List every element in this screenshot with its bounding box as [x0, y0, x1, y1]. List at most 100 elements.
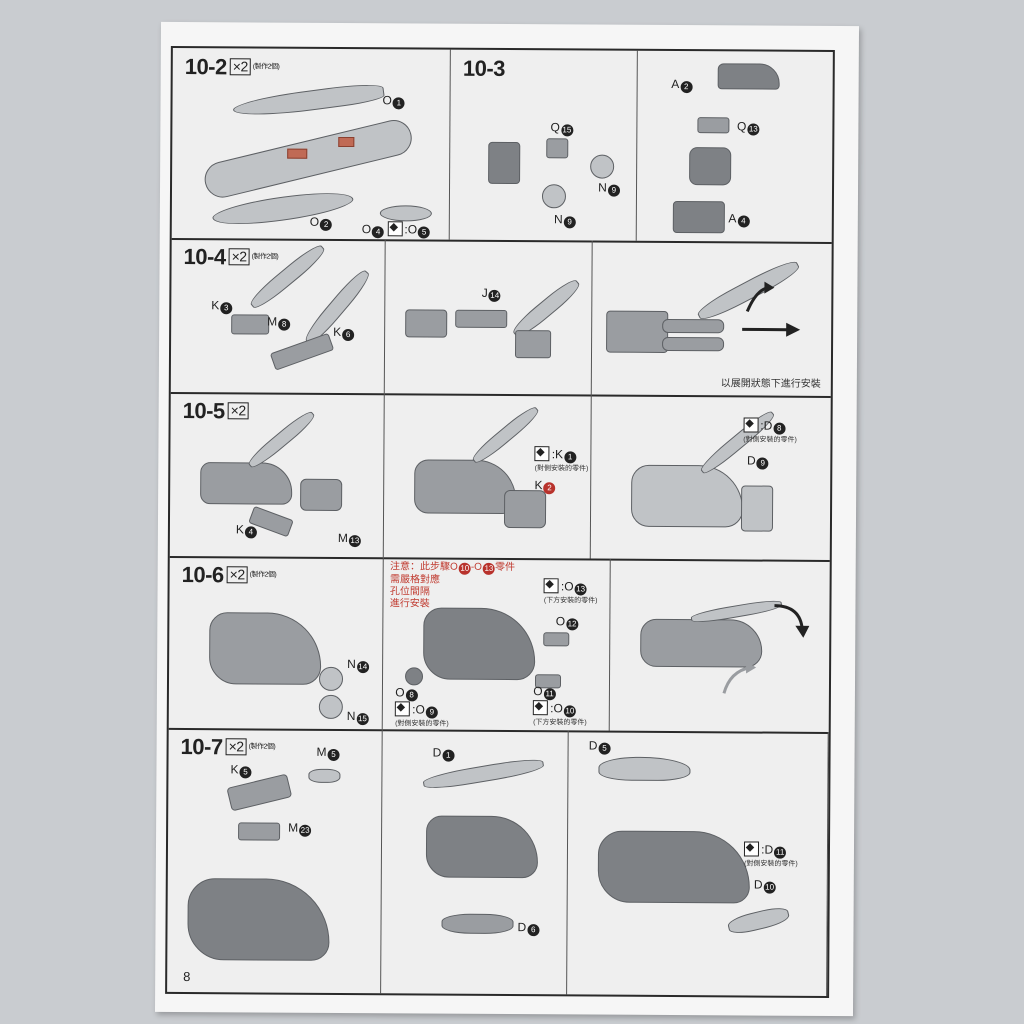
make-count-note: (製作2個) [249, 571, 277, 579]
part-diagram [425, 815, 539, 879]
rotate-arrow-icon [745, 281, 775, 313]
step-label: 10-7×2(製作2個) [180, 734, 276, 760]
panel-step-10-4c: 以展開狀態下進行安裝 [591, 241, 831, 396]
right-arrow-icon [741, 322, 800, 337]
part-diagram [688, 147, 731, 186]
part-diagram [469, 403, 542, 467]
part-diagram [455, 309, 508, 328]
part-diagram [269, 332, 335, 371]
multiplier-badge: ×2 [226, 566, 248, 584]
part-diagram [238, 822, 281, 841]
mirror-symbol-icon [744, 841, 760, 857]
red-peg [287, 148, 308, 159]
part-diagram [200, 116, 416, 202]
part-diagram [308, 768, 341, 783]
mirror-symbol-icon [387, 221, 403, 237]
part-diagram [488, 141, 521, 185]
part-diagram [726, 904, 791, 937]
part-diagram [504, 489, 547, 529]
part-diagram [515, 330, 552, 359]
step-label: 10-6×2(製作2個) [181, 562, 277, 588]
mirror-symbol-icon [395, 701, 411, 717]
part-diagram [231, 80, 386, 121]
part-diagram [405, 309, 448, 338]
part-diagram [661, 336, 724, 352]
part-diagram [405, 667, 424, 686]
part-diagram [300, 478, 343, 511]
part-diagram [605, 310, 668, 353]
part-diagram [546, 138, 569, 159]
mirror-symbol-icon [543, 578, 559, 594]
part-diagram [245, 408, 318, 472]
panel-step-10-6c [609, 559, 829, 732]
step-label: 10-3 [462, 55, 506, 81]
part-diagram [696, 117, 730, 134]
part-diagram [597, 830, 751, 904]
part-diagram [318, 694, 343, 720]
rotate-arrow-icon [722, 661, 756, 694]
mirror-symbol-icon [533, 700, 549, 716]
make-count-note: (製作2個) [248, 743, 276, 751]
part-diagram [590, 154, 615, 179]
multiplier-badge: ×2 [225, 738, 247, 756]
step-label: 10-5×2 [183, 398, 249, 424]
multiplier-badge: ×2 [228, 248, 250, 266]
part-diagram [598, 756, 691, 782]
step-label: 10-2×2(製作2個) [184, 54, 280, 80]
make-count-note: (製作2個) [251, 253, 279, 261]
multiplier-badge: ×2 [227, 402, 249, 420]
make-count-note: (製作2個) [252, 63, 280, 71]
part-diagram [542, 184, 567, 209]
part-diagram [672, 201, 725, 234]
part-diagram [187, 878, 330, 961]
part-diagram [414, 459, 517, 515]
part-diagram [441, 913, 514, 935]
mirror-symbol-icon [743, 417, 759, 433]
install-note: 以展開狀態下進行安裝 [720, 378, 821, 390]
red-peg [338, 136, 355, 148]
part-diagram [740, 485, 773, 532]
part-diagram [630, 464, 744, 528]
part-diagram [231, 314, 270, 335]
